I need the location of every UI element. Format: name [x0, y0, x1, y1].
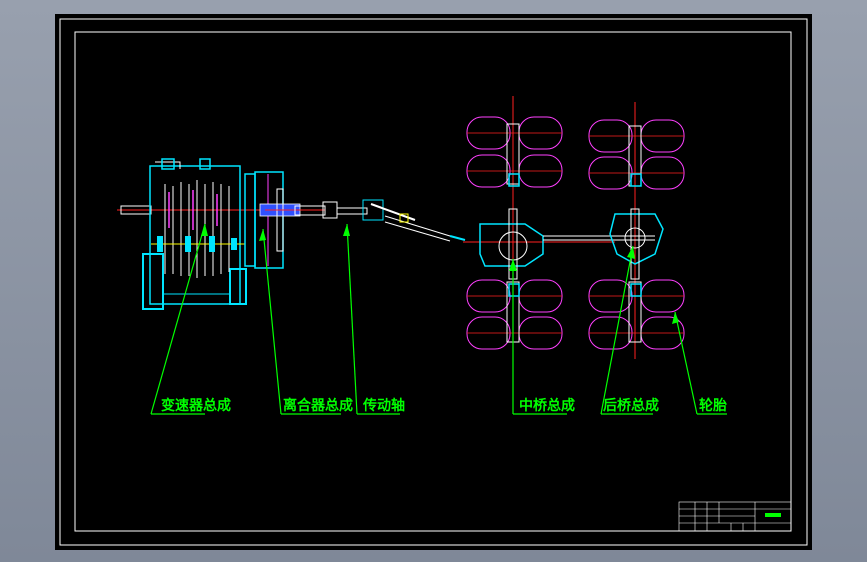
- label-clutch: 离合器总成: [283, 397, 353, 414]
- label-tire: 轮胎: [699, 397, 727, 414]
- label-middle-axle: 中桥总成: [519, 397, 575, 414]
- leader-arrows: [201, 224, 679, 324]
- gearbox-assembly: [117, 158, 265, 310]
- drawing-sheet[interactable]: 变速器总成 离合器总成 传动轴 中桥总成 后桥总成 轮胎: [55, 14, 812, 550]
- clutch-assembly: [244, 171, 325, 269]
- label-gearbox: 变速器总成: [161, 397, 231, 414]
- label-rear-axle: 后桥总成: [603, 397, 659, 414]
- rear-axle: [543, 102, 685, 359]
- middle-axle: [463, 96, 615, 359]
- leader-lines: [150, 223, 727, 415]
- outer-border: [59, 18, 808, 546]
- label-driveshaft: 传动轴: [362, 397, 405, 414]
- drawing-canvas[interactable]: 变速器总成 离合器总成 传动轴 中桥总成 后桥总成 轮胎: [55, 14, 812, 550]
- title-block: [678, 501, 792, 532]
- inner-border: [74, 31, 792, 532]
- drive-shaft: [294, 199, 466, 242]
